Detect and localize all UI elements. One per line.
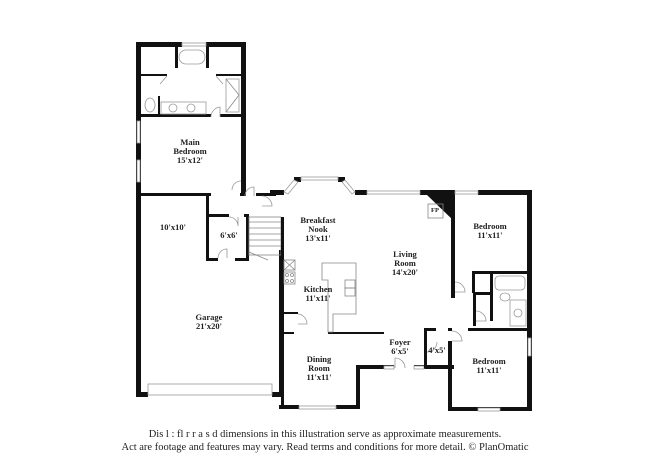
sidelight (383, 365, 395, 370)
room-label-bedroom-3: Bedroom 11'x11' (472, 357, 505, 375)
window (341, 179, 356, 195)
window (477, 407, 501, 412)
room-label-dining-room: Dining Room 11'x11' (306, 355, 331, 382)
room-label-foyer: Foyer 6'x5' (389, 338, 410, 356)
disclaimer-line-1: Dis l : fl r r a s d dimensions in this … (148, 429, 502, 440)
room-label-closet-6x6: 6'x6' (220, 231, 237, 240)
room-name: Foyer (389, 337, 411, 347)
toilet-icon (144, 97, 156, 113)
room-name: Breakfast (300, 215, 336, 225)
room-label-bonus: 10'x10' (160, 223, 186, 232)
room-dimensions: 6'x5' (391, 346, 409, 356)
room-label-living-room: Living Room 14'x20' (392, 250, 418, 277)
room-name: Living (393, 249, 417, 259)
window (283, 179, 299, 195)
window (366, 190, 421, 195)
shower-icon (225, 78, 240, 113)
room-name: Bedroom (472, 356, 506, 366)
window (181, 42, 207, 47)
garage-walls (136, 193, 282, 397)
room-dimensions: 14'x20' (392, 267, 418, 277)
garage-door (147, 383, 273, 396)
vanity (160, 101, 207, 115)
window (136, 159, 141, 183)
disclaimer-line-2: Act are footage and features may vary. R… (121, 442, 529, 453)
toilet-icon (499, 292, 511, 302)
room-dimensions: 13'x11' (305, 233, 331, 243)
stairs (248, 216, 282, 261)
sidelight (413, 365, 425, 370)
room-dimensions: 6'x6' (220, 230, 238, 240)
room-dimensions: 15'x12' (177, 155, 203, 165)
room-name: Dining (306, 354, 332, 364)
sink-icon (186, 103, 196, 113)
room-dimensions: 11'x11' (305, 293, 331, 303)
room-dimensions: 21'x20' (196, 321, 222, 331)
window (527, 337, 532, 357)
room-name: Room (394, 258, 416, 268)
room-name: Room (308, 363, 330, 373)
room-label-closet-4x5: 4'x5' (428, 346, 445, 355)
room-label-kitchen: Kitchen 11'x11' (304, 285, 333, 303)
bathtub-icon (494, 275, 526, 291)
room-label-breakfast-nook: Breakfast Nook 13'x11' (300, 216, 335, 243)
kitchen-counters (283, 259, 357, 333)
main-suite-walls (136, 42, 246, 397)
room-name: Nook (308, 224, 328, 234)
bathtub-icon (178, 49, 206, 65)
room-label-garage: Garage 21'x20' (196, 313, 223, 331)
room-name: Kitchen (303, 284, 333, 294)
front-door (394, 357, 406, 369)
window (298, 405, 337, 410)
sink-icon (168, 103, 178, 113)
room-dimensions: 11'x11' (477, 230, 503, 240)
window (300, 176, 339, 181)
window (454, 190, 479, 195)
room-name: Main (180, 137, 200, 147)
room-name: Bedroom (473, 221, 507, 231)
room-name: Garage (195, 312, 223, 322)
room-dimensions: 4'x5' (428, 345, 446, 355)
room-dimensions: 11'x11' (306, 372, 332, 382)
room-label-bedroom-2: Bedroom 11'x11' (473, 222, 506, 240)
sink-icon (513, 308, 523, 318)
fireplace-label: FP (431, 207, 439, 214)
window (136, 120, 141, 144)
room-label-main-bedroom: Main Bedroom 15'x12' (173, 138, 206, 165)
room-dimensions: 10'x10' (160, 222, 186, 232)
room-dimensions: 11'x11' (476, 365, 502, 375)
room-name: Bedroom (173, 146, 207, 156)
